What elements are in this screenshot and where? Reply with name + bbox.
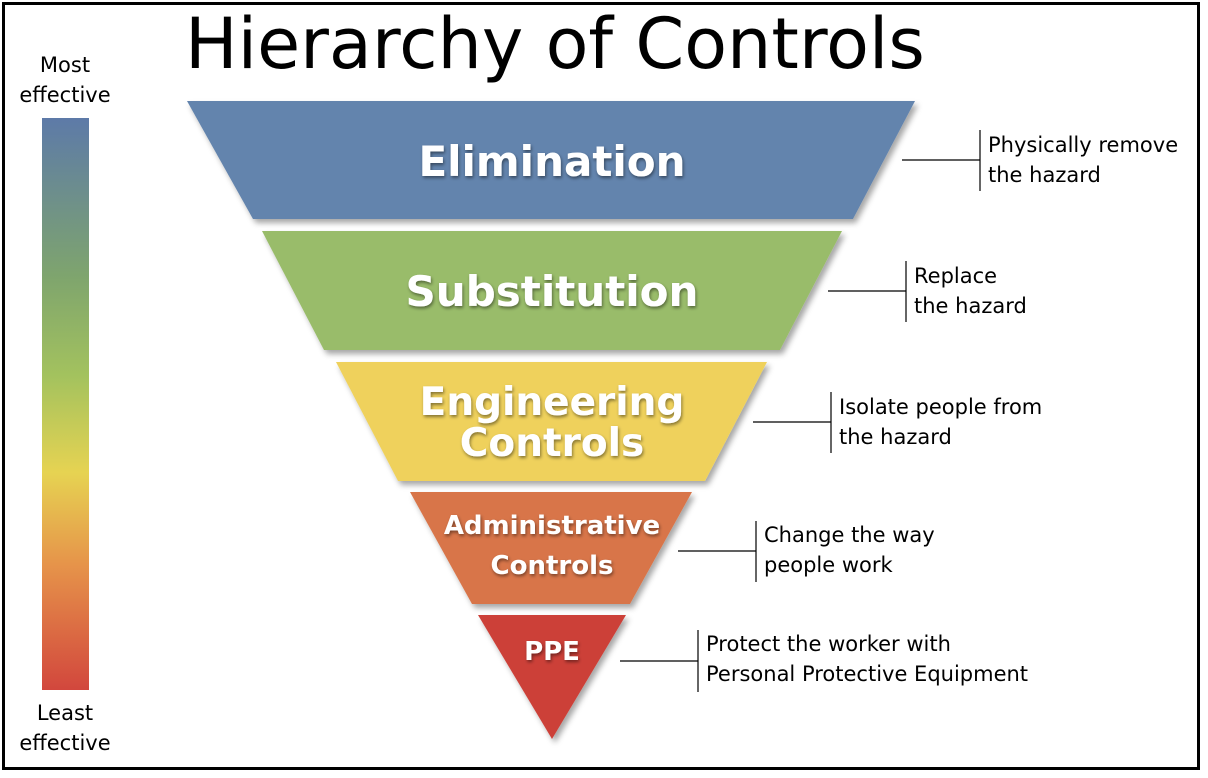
page-title: Hierarchy of Controls — [185, 3, 925, 85]
desc-elimination-line2: the hazard — [988, 163, 1101, 187]
desc-engineering-line1: Isolate people from — [839, 395, 1043, 419]
connector-ppe — [620, 630, 699, 692]
desc-substitution-line1: Replace — [914, 264, 998, 288]
level-engineering-shape — [336, 362, 767, 481]
effectiveness-gradient-bar — [42, 118, 89, 690]
connector-engineering — [753, 392, 832, 453]
scale-top-label: Most effective — [0, 50, 130, 110]
level-substitution-label: Substitution — [406, 267, 699, 316]
scale-top-label-line2: effective — [19, 83, 111, 107]
desc-elimination-line1: Physically remove — [988, 133, 1179, 157]
level-elimination-shape — [187, 101, 915, 219]
desc-ppe-line2: Personal Protective Equipment — [706, 662, 1029, 686]
level-administrative-label-line1: Administrative — [444, 511, 660, 541]
level-administrative-label-line2: Controls — [491, 551, 614, 581]
connector-substitution — [828, 261, 907, 322]
scale-bottom-label-line1: Least — [36, 701, 94, 725]
connector-administrative — [678, 521, 757, 582]
desc-administrative-line1: Change the way — [764, 523, 935, 547]
desc-ppe-line1: Protect the worker with — [706, 632, 951, 656]
level-substitution-shape — [262, 231, 842, 350]
desc-substitution: Replace the hazard — [914, 261, 1027, 321]
scale-bottom-label: Least effective — [0, 698, 130, 758]
desc-engineering-line2: the hazard — [839, 425, 952, 449]
level-ppe-label: PPE — [524, 637, 580, 667]
scale-top-label-line1: Most — [39, 53, 91, 77]
desc-administrative-line2: people work — [764, 553, 893, 577]
level-elimination-label: Elimination — [418, 137, 685, 186]
desc-elimination: Physically remove the hazard — [988, 130, 1178, 190]
desc-substitution-line2: the hazard — [914, 294, 1027, 318]
description-connectors — [620, 130, 981, 692]
level-engineering-label-line2: Controls — [460, 421, 644, 466]
level-engineering-label-line1: Engineering — [420, 380, 685, 425]
level-ppe-shape — [478, 615, 626, 739]
desc-ppe: Protect the worker with Personal Protect… — [706, 629, 1028, 689]
level-administrative-shape — [410, 492, 692, 604]
desc-engineering: Isolate people from the hazard — [839, 392, 1042, 452]
scale-bottom-label-line2: effective — [19, 731, 111, 755]
desc-administrative: Change the way people work — [764, 520, 935, 580]
connector-elimination — [902, 130, 981, 191]
